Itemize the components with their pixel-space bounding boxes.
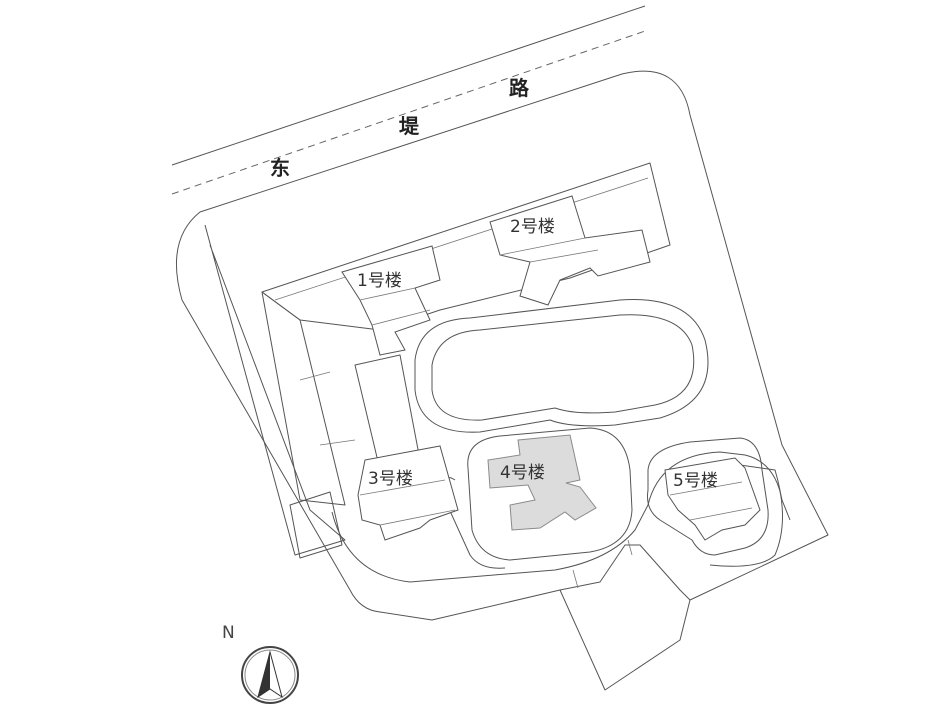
building-1[interactable]: 1号楼 bbox=[341, 245, 441, 356]
road-char-2: 堤 bbox=[399, 114, 420, 138]
north-row-inner bbox=[274, 177, 649, 446]
building-2[interactable]: 2号楼 bbox=[489, 195, 651, 306]
building-4-label: 4号楼 bbox=[500, 463, 545, 483]
inner-road-ring bbox=[331, 451, 791, 583]
south-entrance bbox=[559, 544, 691, 601]
road-char-3: 路 bbox=[509, 76, 530, 100]
building-1-label: 1号楼 bbox=[357, 271, 402, 291]
parking-strip bbox=[289, 491, 343, 559]
compass-arrow-shade bbox=[258, 652, 270, 697]
south-path bbox=[572, 539, 633, 589]
building-2-label: 2号楼 bbox=[510, 217, 555, 237]
courtyard-5-rim bbox=[709, 464, 783, 567]
street bbox=[171, 5, 649, 195]
central-green-outer bbox=[414, 299, 709, 433]
north-row-outline bbox=[261, 162, 671, 331]
building-2-wing bbox=[499, 237, 599, 263]
courtyard-4 bbox=[467, 427, 633, 561]
building-5[interactable]: 5号楼 bbox=[664, 457, 761, 541]
building-3-footprint bbox=[357, 445, 459, 541]
road-name: 东 堤 路 bbox=[270, 76, 530, 180]
building-3-label: 3号楼 bbox=[368, 469, 413, 489]
central-green-inner bbox=[431, 314, 695, 421]
building-5-wing bbox=[669, 481, 753, 521]
building-3[interactable]: 3号楼 bbox=[357, 445, 459, 541]
building-4[interactable]: 4号楼 bbox=[487, 434, 597, 531]
building-5-footprint bbox=[664, 457, 761, 541]
building-1-footprint bbox=[341, 245, 441, 356]
street-centerline bbox=[171, 29, 649, 195]
north-compass: N bbox=[222, 623, 299, 704]
site-boundary-outer bbox=[176, 70, 829, 691]
site-boundary-inner bbox=[204, 224, 346, 556]
west-row-outline bbox=[261, 291, 346, 506]
building-2-footprint bbox=[489, 195, 651, 306]
street-edge-north bbox=[171, 5, 646, 166]
building-1-wing bbox=[359, 287, 431, 326]
compass-north-label: N bbox=[222, 623, 235, 643]
courtyard-5 bbox=[647, 437, 769, 556]
building-5-label: 5号楼 bbox=[673, 471, 718, 491]
compass-ring-inner bbox=[244, 649, 296, 701]
building-3-wing bbox=[359, 479, 456, 526]
road-char-1: 东 bbox=[270, 156, 290, 180]
building-4-footprint bbox=[487, 434, 597, 531]
